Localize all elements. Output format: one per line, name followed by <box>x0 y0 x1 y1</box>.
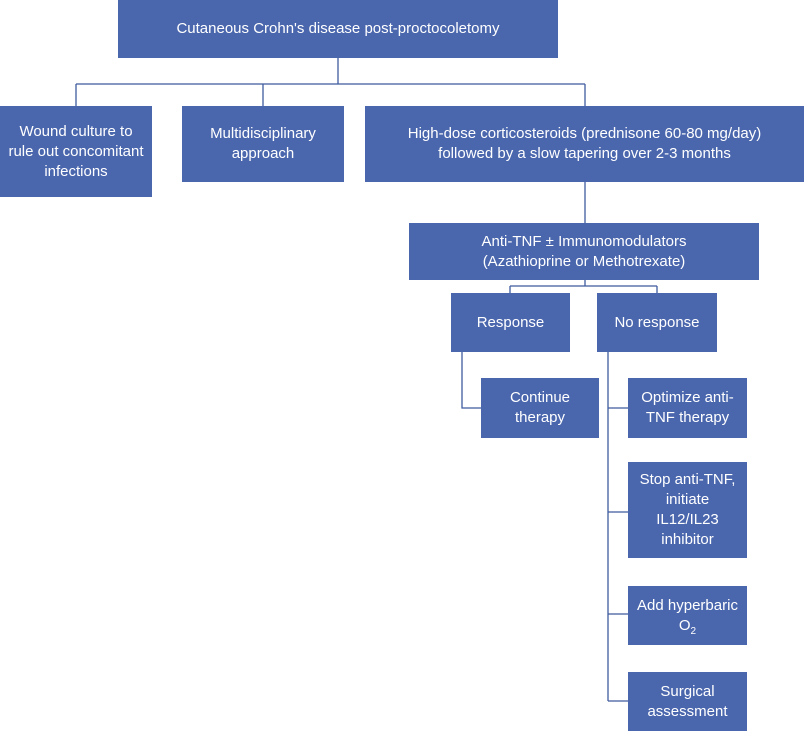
anti-tnf-node: Anti-TNF ± Immunomodulators (Azathioprin… <box>409 223 759 280</box>
root-node: Cutaneous Crohn's disease post-proctocol… <box>118 0 558 58</box>
connector-response-to-continue <box>461 352 481 409</box>
no-response-node: No response <box>597 293 717 352</box>
anti-tnf-label-line2: (Azathioprine or Methotrexate) <box>482 252 686 270</box>
hyperbaric-oxygen-label: Add hyperbaric O2 <box>634 596 741 637</box>
root-node-label: Cutaneous Crohn's disease post-proctocol… <box>176 20 500 37</box>
hyperbaric-oxygen-subscript: 2 <box>690 625 697 637</box>
corticosteroids-label-line1: High-dose corticosteroids (prednisone 60… <box>407 125 762 142</box>
surgical-assessment-label: Surgical assessment <box>647 682 728 720</box>
corticosteroids-node: High-dose corticosteroids (prednisone 60… <box>365 106 804 182</box>
stop-anti-tnf-node: Stop anti-TNF, initiate IL12/IL23 inhibi… <box>628 462 747 558</box>
connector-root-to-level2 <box>75 58 586 106</box>
hyperbaric-oxygen-node: Add hyperbaric O2 <box>628 586 747 645</box>
response-label: Response <box>476 313 545 331</box>
connector-antitnf-to-outcomes <box>509 280 658 293</box>
hyperbaric-oxygen-text: Add hyperbaric O <box>637 596 738 634</box>
continue-therapy-node: Continue therapy <box>481 378 599 438</box>
stop-anti-tnf-label: Stop anti-TNF, initiate IL12/IL23 inhibi… <box>639 471 736 548</box>
response-node: Response <box>451 293 570 352</box>
no-response-label: No response <box>614 313 700 331</box>
anti-tnf-label-line1: Anti-TNF ± Immunomodulators <box>481 232 687 250</box>
wound-culture-label: Wound culture to rule out concomitant in… <box>8 122 144 180</box>
connector-noresponse-to-options <box>607 352 628 702</box>
corticosteroids-label-line2: followed by a slow tapering over 2-3 mon… <box>438 145 731 162</box>
multidisciplinary-node: Multidisciplinary approach <box>182 106 344 182</box>
multidisciplinary-label: Multidisciplinary approach <box>210 125 316 162</box>
surgical-assessment-node: Surgical assessment <box>628 672 747 731</box>
continue-therapy-label: Continue therapy <box>509 389 571 426</box>
optimize-anti-tnf-node: Optimize anti-TNF therapy <box>628 378 747 438</box>
optimize-anti-tnf-label: Optimize anti-TNF therapy <box>641 389 734 426</box>
wound-culture-node: Wound culture to rule out concomitant in… <box>0 106 152 197</box>
